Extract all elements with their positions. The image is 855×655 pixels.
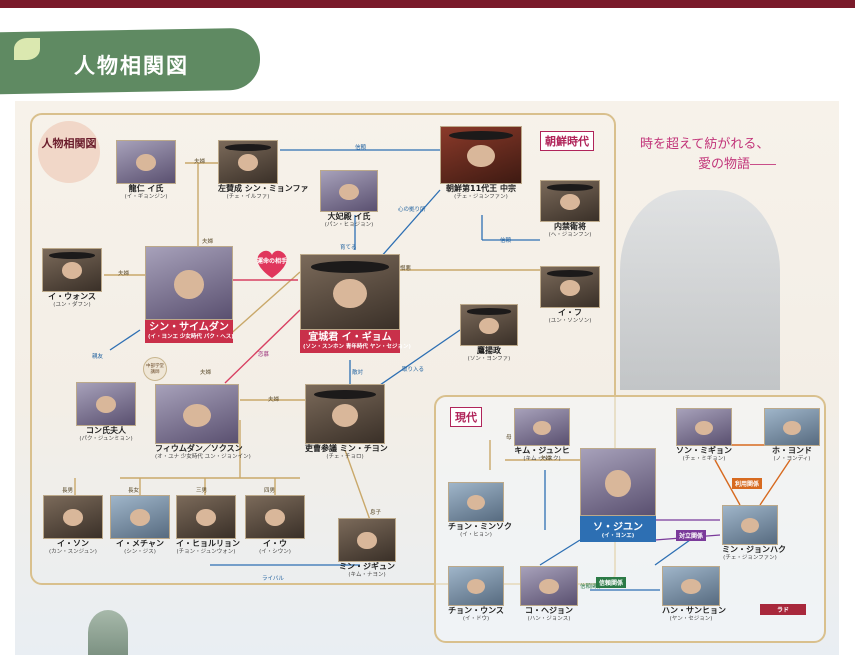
relation-label: 信頼 [355,145,367,151]
portrait-image [540,266,600,308]
portrait-image [448,482,504,522]
relation-label: 夫婦 [194,159,206,165]
portrait-image [245,495,305,539]
node-son-migyeong: ソン・ミギョン (チェ・ミギョン) [676,408,732,463]
relation-label: 夫婦 [268,397,280,403]
era-modern-label: 現代 [450,407,482,427]
node-i-u: イ・ウ (イ・シウン) [245,495,305,556]
node-jungjong: 朝鮮第11代王 中宗 (チェ・ジョンファン) [440,126,522,201]
node-min-jigyun: ミン・ジギュン (キム・ナヨン) [338,518,396,579]
node-min-chiyeon: 吏曹参議 ミン・チヨン (チェ・チョロ) [305,384,388,461]
page-title: 人物相関図 [74,53,189,78]
relation-label: 恋慕 [258,352,270,358]
era-joseon-label: 朝鮮時代 [540,131,594,151]
relation-label: 息子 [370,510,382,516]
portrait-image [116,140,176,184]
portrait-image [305,384,385,444]
node-huiumdang: フィウムダン／ソクスン (オ・ユナ 少女時代 ユン・ジョンイン) [155,384,251,461]
node-ho-yongdu: ホ・ヨンド (ノ・ヨンディ) [764,408,820,463]
node-shin-myeonghwa: 左賛成 シン・ミョンファ (チェ・イルファ) [218,140,309,201]
node-jeong-unsu: チョン・ウンス (イ・ドウ) [448,566,504,623]
opposition-tag: 対立関係 [676,530,707,541]
portrait-image [43,495,103,539]
portrait-image [338,518,396,562]
bottom-figure-image [88,610,128,655]
node-saimdang-mother: 龍仁 イ氏 (イ・ギョンジン) [116,140,176,201]
portrait-image [42,248,102,292]
node-lee-hu: イ・フ (ユン・ソンソン) [540,266,600,325]
portrait-image [722,505,778,545]
node-ko-hyejeong: コ・ヘジョン (ハン・ジョンス) [520,566,578,623]
portrait-image [145,246,233,320]
relation-label: 四男 [264,488,276,494]
portrait-image [520,566,578,606]
rado-tag: ラド [760,604,806,615]
node-daebi: 大妃殿 イ氏 (パン・ヒョジョン) [320,170,378,229]
portrait-image [662,566,720,606]
relation-label: 親友 [92,354,104,360]
relation-label: 取り入る [402,367,425,373]
node-byeoriseon: 鷹揚政 (ソン・ヨンファ) [460,304,518,363]
relation-label: 母 [506,435,512,441]
portrait-image [514,408,570,446]
gyeom-label: 宜城君 イ・ギョム(ソン・スンホン 青年時代 ヤン・セジョン) [300,330,411,353]
portrait-image [76,382,136,426]
relation-label: ライバル [262,576,284,582]
joseon-frame [30,113,616,585]
saimdang-label: シン・サイムダン(イ・ヨンエ 少女時代 パク・ヘス) [145,320,234,343]
node-jeong-minseok: チョン・ミンソク (イ・ヒョン) [448,482,512,539]
teacher-circle: 中部学堂講師 [143,357,167,381]
couple-silhouette-image [620,190,780,390]
portrait-image [155,384,239,444]
node-i-maechang: イ・メチャン (シン・ジス) [110,495,170,556]
tagline: 時を超えて紡がれる、愛の物語―― [640,137,777,172]
relation-label: 夫婦 [202,239,214,245]
relation-label: 夫婦 [540,456,552,462]
relation-label: 信頼 [500,238,512,244]
node-gong: コン氏夫人 (パク・ジュンミョン) [76,382,136,443]
relation-label: 夫婦 [200,370,212,376]
portrait-image [580,448,656,516]
relation-label: 三男 [196,488,208,494]
portrait-image [176,495,236,539]
relation-label: 育てる [340,245,357,251]
node-han-sanghyeon: ハン・サンヒョン (ヤン・セジョン) [662,566,726,623]
relation-label: 長女 [128,488,140,494]
portrait-image [300,254,400,330]
leaf-icon [14,38,40,60]
seo-jiyun-label: ソ・ジユン(イ・ヨンエ) [580,516,656,542]
relation-label: 心の拠り所 [398,207,426,213]
relation-label: 敵対 [352,370,364,376]
use-tag: 利用関係 [732,478,763,489]
chart-circle-label: 人物相関図 [38,121,100,183]
portrait-image [460,304,518,346]
node-saimdang: シン・サイムダン(イ・ヨンエ 少女時代 パク・ヘス) [145,246,234,343]
portrait-image [764,408,820,446]
relation-label: 憎悪 [400,266,412,272]
node-i-hyeollyong: イ・ヒョルリョン (チョン・ジュンウォン) [176,495,240,556]
portrait-image [540,180,600,222]
trust-tag: 信頼関係 [596,577,627,588]
relation-label: 夫婦 [118,271,130,277]
node-gyeom: 宜城君 イ・ギョム(ソン・スンホン 青年時代 ヤン・セジョン) [300,254,411,353]
portrait-image [676,408,732,446]
portrait-image [448,566,504,606]
node-i-son: イ・ソン (カン・スンジュン) [43,495,103,556]
portrait-image [218,140,278,184]
relation-label: 信頼関係 [580,584,603,590]
destiny-heart: 運命の相手 [254,249,290,279]
portrait-image [110,495,170,539]
relation-label: 長男 [62,488,74,494]
node-naegeumwi: 内禁衛将 (ヘ・ジョンフン) [540,180,600,239]
node-lee-wonsu: イ・ウォンス (ユン・ダフン) [42,248,102,309]
node-seo-jiyun: ソ・ジユン(イ・ヨンエ) [580,448,656,542]
portrait-image [440,126,522,184]
node-min-jeonghak: ミン・ジョンハク (チェ・ジョンファン) [722,505,786,562]
portrait-image [320,170,378,212]
top-bar [0,0,855,8]
node-kim-junhi: キム・ジュンヒ (キム・ヘスク) [514,408,570,463]
